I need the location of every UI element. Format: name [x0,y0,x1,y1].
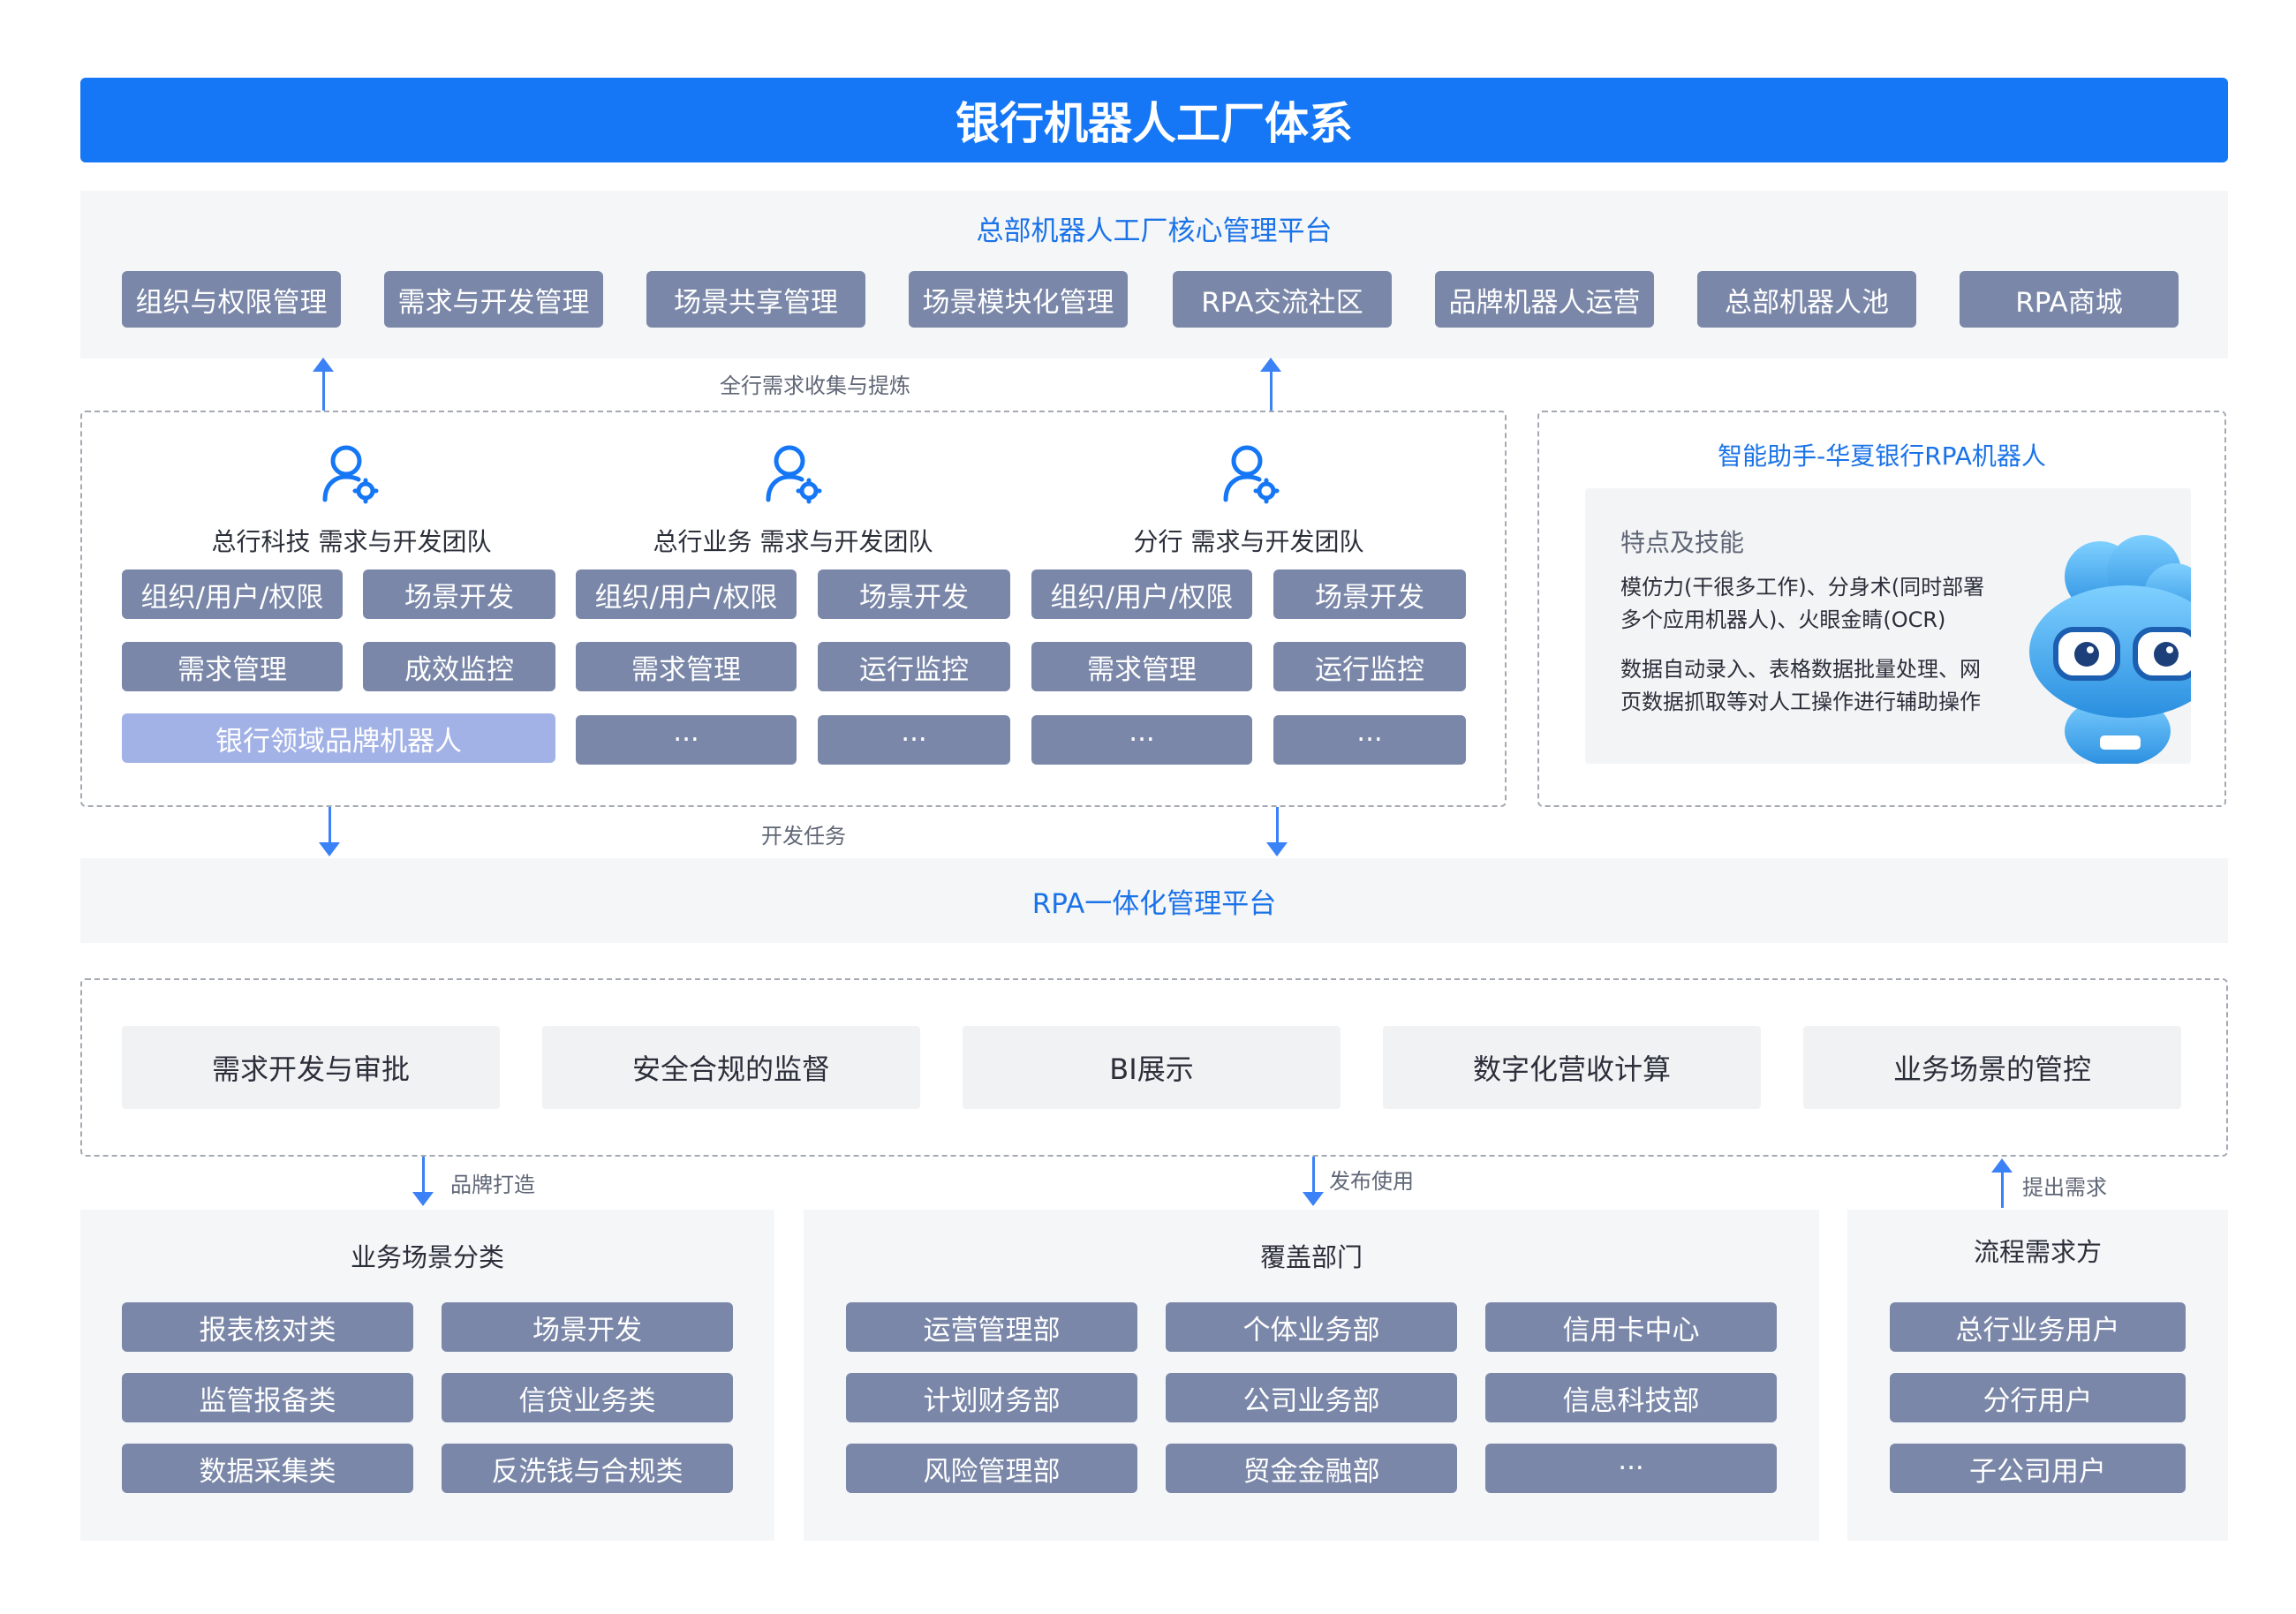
teams-container [80,411,1507,807]
functions-container [80,978,2228,1157]
publish-label: 发布使用 [1329,1169,1414,1194]
assistant-para2-line2: 页数据抓取等对人工操作进行辅助操作 [1620,690,1981,714]
scenarios-title: 业务场景分类 [350,1242,504,1272]
team-item: 运行监控 [818,642,1010,691]
team-item: 需求管理 [1031,642,1252,691]
team-title: 总行科技 需求与开发团队 [211,527,492,556]
page-title: 银行机器人工厂体系 [80,78,2228,162]
function-item: 需求开发与审批 [122,1026,500,1109]
arrow-up-left [312,358,335,411]
department-item: 公司业务部 [1166,1373,1457,1422]
arrow-down-left [318,807,341,856]
team-title: 总行业务 需求与开发团队 [653,527,933,556]
scenario-item: 数据采集类 [122,1444,413,1493]
core-item: 总部机器人池 [1697,271,1916,328]
core-item: 组织与权限管理 [122,271,341,328]
departments-title: 覆盖部门 [1259,1242,1363,1272]
requesters-title: 流程需求方 [1973,1237,2102,1267]
function-item: 安全合规的监督 [542,1026,920,1109]
rpa-platform-bar: RPA一体化管理平台 [80,858,2228,943]
user-settings-icon [320,441,381,505]
team-item: 需求管理 [122,642,343,691]
arrow-down-right [1265,807,1288,856]
user-settings-icon [763,441,825,505]
core-item: 品牌机器人运营 [1435,271,1654,328]
core-item: 需求与开发管理 [384,271,603,328]
arrow-up-request [1990,1158,2013,1208]
requester-item: 总行业务用户 [1890,1302,2186,1352]
assistant-container [1537,411,2226,807]
function-item: 数字化营收计算 [1383,1026,1761,1109]
team-item: ··· [818,715,1010,765]
team-item: ··· [576,715,797,765]
core-platform-title: 总部机器人工厂核心管理平台 [976,215,1333,247]
core-item: RPA商城 [1960,271,2179,328]
team-item: 运行监控 [1273,642,1466,691]
arrow-down-brand [412,1157,434,1206]
team-item: 场景开发 [818,569,1010,619]
arrow-up-right [1259,358,1282,411]
assistant-para2-line1: 数据自动录入、表格数据批量处理、网 [1620,657,1981,682]
team-item-wide: 银行领域品牌机器人 [122,713,555,763]
team-item: 组织/用户/权限 [1031,569,1252,619]
arrow-down-publish [1302,1157,1325,1206]
team-item: ··· [1031,715,1252,765]
team-item: 场景开发 [363,569,555,619]
department-item: 运营管理部 [846,1302,1137,1352]
department-item: 信用卡中心 [1485,1302,1777,1352]
function-item: 业务场景的管控 [1803,1026,2181,1109]
core-item: 场景共享管理 [646,271,865,328]
team-item: 组织/用户/权限 [576,569,797,619]
core-item: RPA交流社区 [1173,271,1392,328]
robot-mascot [2003,524,2191,764]
assistant-subtitle: 特点及技能 [1620,528,1745,557]
dev-task-label: 开发任务 [761,824,846,848]
department-item: 个体业务部 [1166,1302,1457,1352]
brand-label: 品牌打造 [450,1173,535,1197]
team-title: 分行 需求与开发团队 [1133,527,1364,556]
assistant-title: 智能助手-华夏银行RPA机器人 [1718,441,2046,471]
assistant-para1-line1: 模仿力(干很多工作)、分身术(同时部署 [1620,575,1985,600]
user-settings-icon [1220,441,1282,505]
assistant-para1-line2: 多个应用机器人)、火眼金睛(OCR) [1620,607,1946,632]
requester-item: 分行用户 [1890,1373,2186,1422]
scenario-item: 信贷业务类 [442,1373,733,1422]
department-item: 风险管理部 [846,1444,1137,1493]
team-item: 场景开发 [1273,569,1466,619]
department-item: 计划财务部 [846,1373,1137,1422]
team-item: 成效监控 [363,642,555,691]
team-item: ··· [1273,715,1466,765]
team-item: 需求管理 [576,642,797,691]
request-label: 提出需求 [2022,1175,2107,1200]
rpa-platform-title: RPA一体化管理平台 [1031,887,1277,920]
collect-label: 全行需求收集与提炼 [720,373,910,398]
function-item: BI展示 [963,1026,1341,1109]
department-item: 信息科技部 [1485,1373,1777,1422]
core-item: 场景模块化管理 [909,271,1128,328]
scenario-item: 反洗钱与合规类 [442,1444,733,1493]
department-item: 贸金金融部 [1166,1444,1457,1493]
requester-item: 子公司用户 [1890,1444,2186,1493]
scenario-item: 报表核对类 [122,1302,413,1352]
team-item: 组织/用户/权限 [122,569,343,619]
scenario-item: 场景开发 [442,1302,733,1352]
scenario-item: 监管报备类 [122,1373,413,1422]
department-item: ··· [1485,1444,1777,1493]
